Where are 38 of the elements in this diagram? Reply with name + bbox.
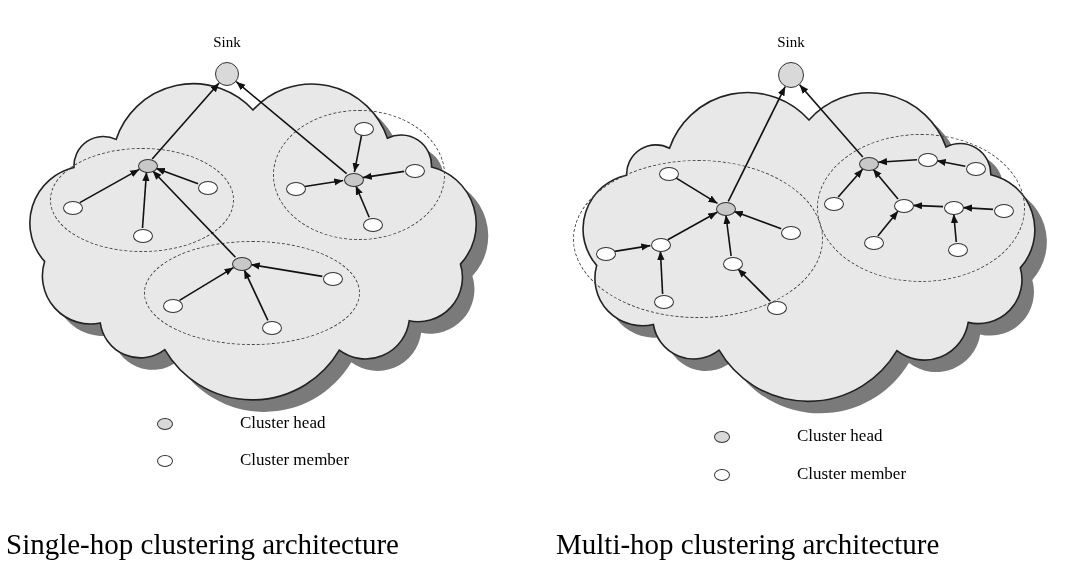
legend-label: Cluster member xyxy=(240,450,350,470)
caption: Multi-hop clustering architecture xyxy=(556,528,940,561)
arrow xyxy=(667,211,718,241)
arrow xyxy=(877,210,899,237)
arrow xyxy=(155,167,199,185)
arrow xyxy=(727,85,786,203)
arrow xyxy=(362,170,405,180)
arrow xyxy=(355,184,370,219)
caption: Single-hop clustering architecture xyxy=(6,528,399,561)
arrow xyxy=(613,243,652,253)
arrow xyxy=(877,158,918,166)
node-label: Sink xyxy=(212,34,242,51)
arrow xyxy=(674,176,719,205)
legend-label: Cluster head xyxy=(797,426,883,446)
node-label: Sink xyxy=(776,34,806,51)
legend-label: Cluster head xyxy=(240,413,326,433)
arrow xyxy=(151,82,220,160)
arrow xyxy=(950,213,959,243)
arrow xyxy=(935,158,967,167)
arrow xyxy=(723,214,732,257)
arrow xyxy=(733,210,782,230)
arrow xyxy=(79,168,140,204)
arrow xyxy=(249,262,324,278)
arrow xyxy=(151,170,237,258)
arrow xyxy=(962,204,994,212)
arrow xyxy=(736,267,772,303)
arrow xyxy=(243,268,269,322)
arrow xyxy=(837,168,864,198)
arrow xyxy=(657,250,665,295)
arrow xyxy=(304,178,344,188)
arrow xyxy=(872,168,899,200)
arrow xyxy=(235,80,348,175)
arrow xyxy=(178,266,235,302)
arrow xyxy=(141,171,150,229)
legend-label: Cluster member xyxy=(797,464,907,484)
arrow xyxy=(352,134,363,173)
arrow xyxy=(912,202,944,210)
arrow xyxy=(798,84,864,158)
